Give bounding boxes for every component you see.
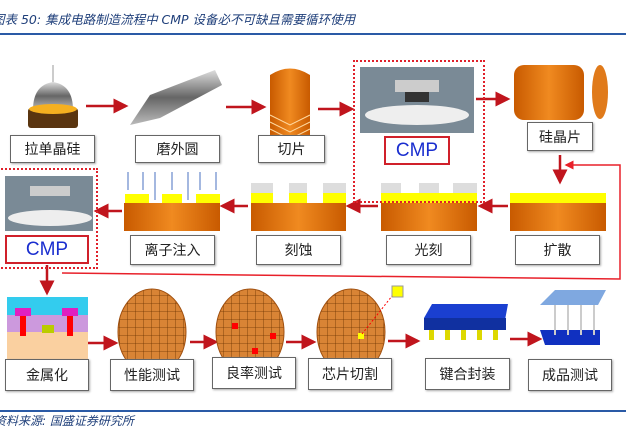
- wafer-cylinder-icon: [514, 65, 608, 120]
- step-performance-test: 性能测试: [110, 359, 194, 391]
- step-bond-package: 键合封装: [425, 358, 510, 390]
- source-rule: [0, 410, 626, 412]
- cmp-loop-line: [61, 160, 621, 280]
- metallization-icon: [7, 297, 88, 363]
- step-metallization: 金属化: [5, 359, 89, 391]
- cmp-machine-photo: [360, 67, 474, 133]
- step-cmp-2: CMP: [5, 235, 89, 264]
- step-pull-crystal: 拉单晶硅: [10, 135, 95, 163]
- step-slice: 切片: [258, 135, 325, 163]
- title-rule: [0, 33, 626, 35]
- photolithography-icon: [381, 183, 477, 231]
- step-ion-implant: 离子注入: [130, 235, 215, 265]
- flow-arrows: [39, 91, 568, 351]
- step-diffusion: 扩散: [515, 235, 600, 265]
- step-etch: 刻蚀: [256, 235, 341, 265]
- sliced-ingot-icon: [269, 68, 311, 150]
- step-yield-test: 良率测试: [212, 357, 296, 389]
- bonded-package-icon: [424, 304, 508, 340]
- cmp-highlight-frame: [353, 60, 485, 203]
- step-die-cut: 芯片切割: [308, 358, 392, 390]
- process-layer-blocks: [124, 172, 606, 231]
- figure-title: 图表 50: 集成电路制造流程中 CMP 设备必不可缺且需要循环使用: [0, 12, 356, 27]
- step-wafer: 硅晶片: [527, 122, 593, 151]
- cmp-machine-photo-2: [5, 176, 93, 231]
- step-lithography: 光刻: [386, 235, 471, 265]
- final-test-icon: [540, 290, 606, 345]
- crystal-puller-icon: [28, 65, 78, 128]
- step-final-test: 成品测试: [528, 359, 612, 391]
- step-cmp: CMP: [384, 136, 450, 165]
- etch-icon: [251, 183, 346, 231]
- cmp-highlight-frame-2: [0, 168, 98, 269]
- step-grind: 磨外圆: [135, 135, 220, 163]
- ion-implant-icon: [124, 172, 220, 231]
- source-note: 资料来源: 国盛证券研究所: [0, 414, 134, 428]
- diffusion-icon: [510, 193, 606, 231]
- ingot-icon: [130, 70, 222, 125]
